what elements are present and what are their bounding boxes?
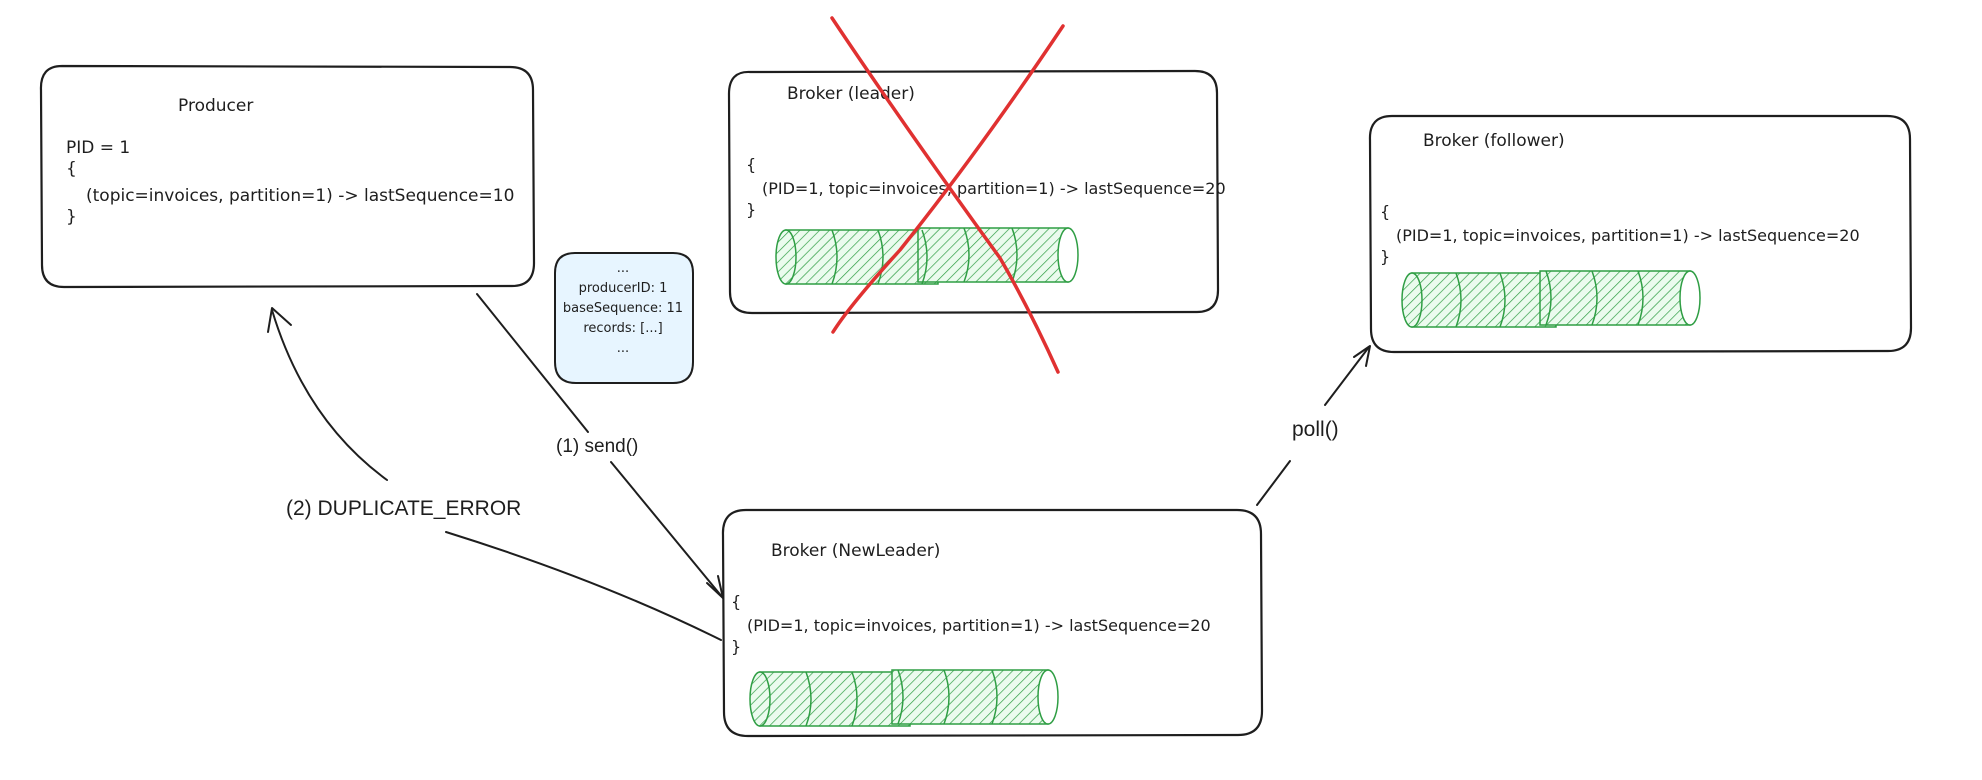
broker-new-leader-log-end: [749, 671, 771, 727]
broker-leader-open-brace: {: [746, 155, 756, 174]
batch-base-sequence: baseSequence: 11: [563, 301, 683, 316]
broker-new-leader-open-brace: {: [731, 592, 741, 611]
broker-follower-title: Broker (follower): [1423, 131, 1565, 151]
send-label: (1) send(): [556, 436, 638, 457]
broker-follower-log-segment: [1539, 270, 1691, 326]
producer-close-brace: }: [66, 207, 77, 227]
broker-follower-log-cap: [1679, 270, 1701, 326]
send-arrow: [476, 293, 724, 599]
broker-new-leader-log-segment: [759, 671, 911, 727]
broker-new-leader-sequence-entry: (PID=1, topic=invoices, partition=1) -> …: [747, 616, 1211, 635]
duplicate-error-arrow: [267, 307, 722, 641]
broker-follower-open-brace: {: [1380, 202, 1390, 221]
broker-new-leader-log-divider: [805, 669, 998, 727]
broker-leader-log-end: [775, 229, 797, 285]
duplicate-error-label: (2) DUPLICATE_ERROR: [286, 497, 521, 520]
producer-title: Producer: [178, 96, 253, 116]
broker-leader-close-brace: }: [746, 200, 756, 219]
broker-leader-log-segment: [917, 227, 1069, 283]
leader-failed-cross-icon: [830, 16, 1065, 374]
broker-new-leader-close-brace: }: [731, 637, 741, 656]
broker-leader-sequence-entry: (PID=1, topic=invoices, partition=1) -> …: [762, 179, 1226, 198]
poll-label: poll(): [1292, 418, 1339, 441]
batch-ellipsis-top: ...: [617, 261, 629, 276]
broker-follower-log-end: [1401, 272, 1423, 328]
broker-follower-sequence-entry: (PID=1, topic=invoices, partition=1) -> …: [1396, 226, 1860, 245]
broker-leader-log-segment: [785, 229, 939, 285]
broker-leader-title: Broker (leader): [787, 84, 915, 104]
broker-follower-box: Broker (follower) { (PID=1, topic=invoic…: [1368, 114, 1913, 354]
broker-leader-log: [775, 227, 1079, 285]
broker-new-leader-title: Broker (NewLeader): [771, 541, 940, 561]
batch-note: ... producerID: 1 baseSequence: 11 recor…: [554, 252, 694, 384]
broker-new-leader-log-cap: [1037, 669, 1059, 725]
broker-new-leader-box: Broker (NewLeader) { (PID=1, topic=invoi…: [721, 508, 1264, 738]
broker-leader-log-divider: [831, 227, 1018, 285]
batch-records: records: [...]: [583, 321, 662, 336]
producer-open-brace: {: [66, 159, 77, 179]
producer-box: Producer PID = 1 { (topic=invoices, part…: [39, 64, 536, 289]
producer-pid: PID = 1: [66, 138, 130, 158]
broker-follower-log: [1401, 270, 1701, 328]
broker-new-leader-log-segment: [891, 669, 1049, 725]
batch-ellipsis-bottom: ...: [617, 341, 629, 356]
producer-sequence-entry: (topic=invoices, partition=1) -> lastSeq…: [86, 186, 514, 206]
broker-follower-log-segment: [1411, 272, 1557, 328]
broker-leader-log-cap: [1057, 227, 1079, 283]
broker-leader-box: Broker (leader) { (PID=1, topic=invoices…: [727, 69, 1226, 315]
broker-follower-log-divider: [1455, 270, 1644, 328]
broker-follower-close-brace: }: [1380, 247, 1390, 266]
broker-new-leader-log: [749, 669, 1059, 727]
poll-arrow: [1256, 345, 1371, 506]
batch-producer-id: producerID: 1: [579, 281, 668, 296]
